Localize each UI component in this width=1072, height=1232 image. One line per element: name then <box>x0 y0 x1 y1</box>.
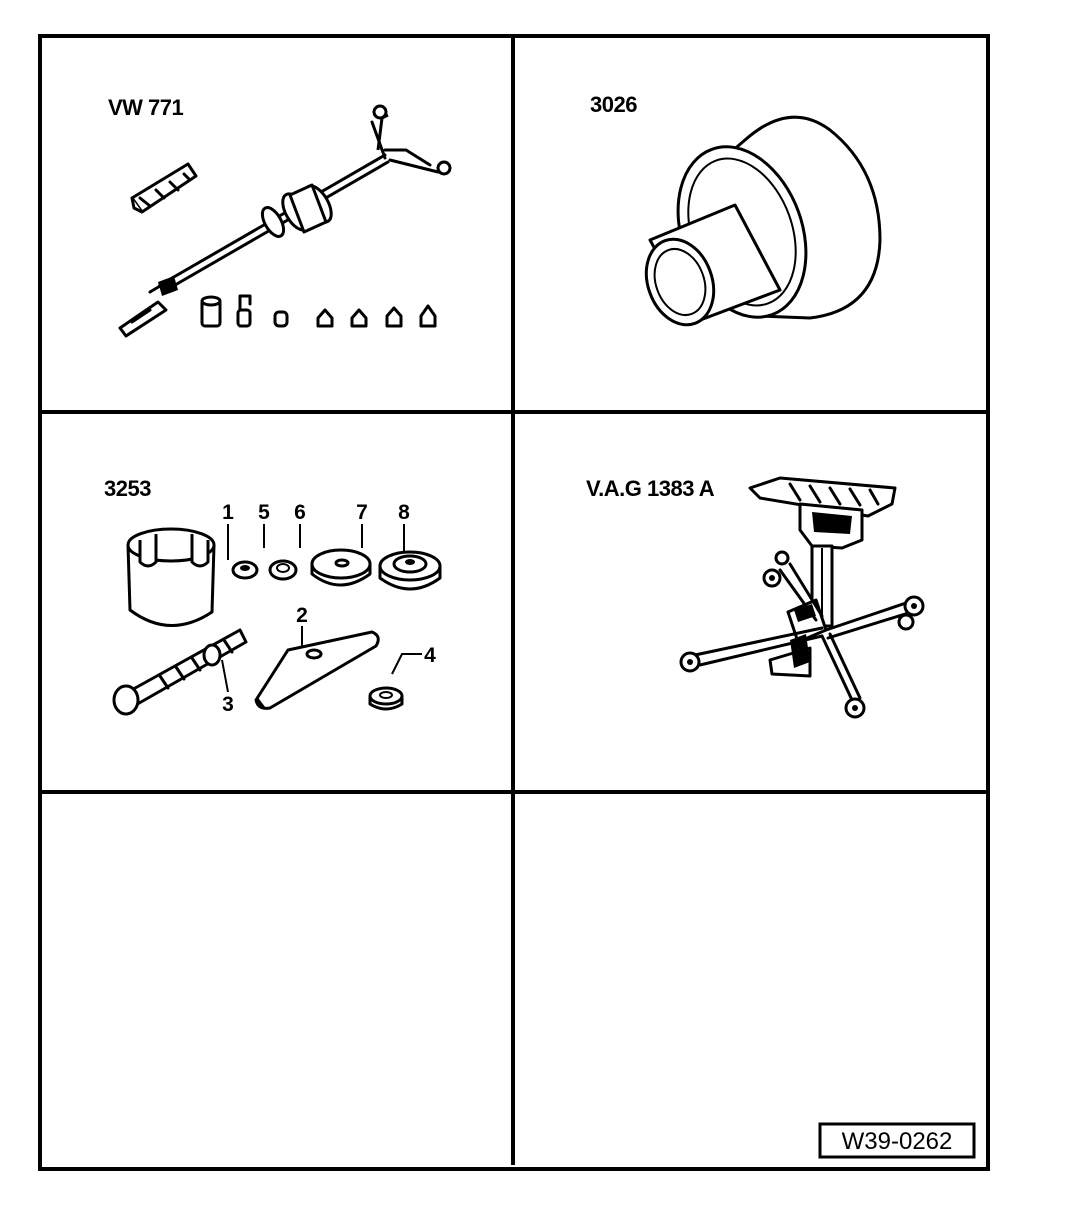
part-number-2: 2 <box>296 604 308 627</box>
panel-3253: 3253 1 5 6 7 8 2 3 4 <box>104 476 442 716</box>
panel-label-vw771: VW 771 <box>108 95 184 120</box>
panel-vw771: VW 771 <box>108 95 452 338</box>
part-4-nut-drawing <box>368 686 404 711</box>
part-1-sleeve-drawing <box>126 527 216 627</box>
part-2-bar-drawing <box>254 630 380 710</box>
transmission-jack-drawing <box>679 476 925 719</box>
figure-code-box: W39-0262 <box>818 1122 976 1159</box>
part-number-7: 7 <box>356 501 368 524</box>
figure-code: W39-0262 <box>842 1128 953 1155</box>
part-number-3: 3 <box>222 693 234 716</box>
part-3-bolt-drawing <box>112 628 248 716</box>
adapter-set-drawing <box>200 294 437 328</box>
panel-label-vag1383a: V.A.G 1383 A <box>586 476 715 501</box>
part-number-5: 5 <box>258 501 270 524</box>
panel-3026: 3026 <box>590 92 882 327</box>
part-number-8: 8 <box>398 501 410 524</box>
part-number-4: 4 <box>424 644 436 667</box>
part-5-6-nuts-drawing <box>231 559 298 581</box>
frame-grid <box>38 34 990 1171</box>
part-number-6: 6 <box>294 501 306 524</box>
part-7-disc-drawing <box>310 548 372 587</box>
panel-label-3026: 3026 <box>590 92 637 117</box>
chisel-drawing <box>118 300 168 338</box>
part-8-disc-drawing <box>378 550 442 591</box>
panel-label-3253: 3253 <box>104 476 151 501</box>
part-number-1: 1 <box>222 501 234 524</box>
sleeve-tool-drawing <box>644 115 882 327</box>
panel-vag1383a: V.A.G 1383 A <box>586 476 925 719</box>
slide-hammer-drawing <box>148 104 452 296</box>
adapter-clip-drawing <box>130 162 198 214</box>
